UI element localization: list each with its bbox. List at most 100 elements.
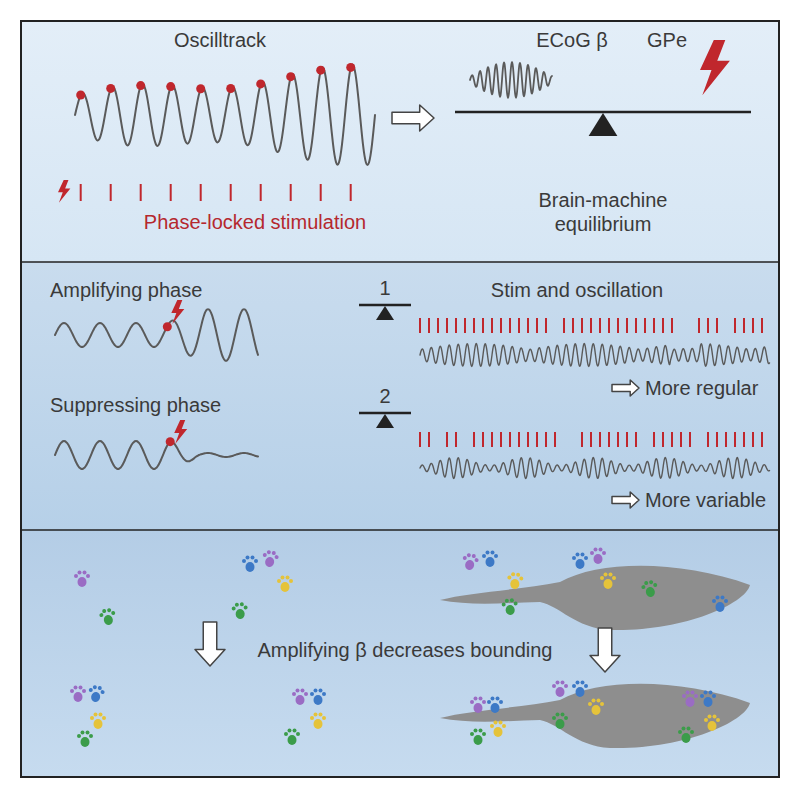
stim-tick — [590, 432, 592, 447]
stim-tick — [743, 318, 745, 333]
stim-tick — [761, 432, 763, 447]
stim-tick — [626, 432, 628, 447]
stim-tick — [752, 432, 754, 447]
separator — [22, 261, 778, 263]
stim-tick — [581, 432, 583, 447]
stim-tick — [230, 184, 232, 201]
frame — [21, 21, 779, 777]
stim-tick — [320, 184, 322, 201]
flow-arrow — [392, 105, 434, 131]
stim-tick — [509, 318, 511, 333]
stim-tick — [527, 318, 529, 333]
stim-tick — [464, 318, 466, 333]
stim-tick — [500, 318, 502, 333]
stimulation-bolt — [174, 420, 187, 444]
stim-dot — [286, 72, 295, 81]
stim-tick — [80, 184, 82, 201]
stim-tick — [473, 432, 475, 447]
flow-arrow — [612, 492, 639, 508]
panel-text: GPe — [632, 28, 702, 52]
stim-tick — [608, 432, 610, 447]
stim-dot — [316, 66, 325, 75]
stim-tick — [437, 318, 439, 333]
paw-print — [487, 697, 503, 714]
paw-print — [242, 556, 258, 573]
stim-tick — [473, 318, 475, 333]
panel-text: Stim and oscillation — [457, 278, 697, 302]
balance-fulcrum — [376, 306, 394, 320]
paw-print — [682, 691, 698, 708]
stim-dot — [196, 84, 205, 93]
stim-tick — [545, 318, 547, 333]
stim-tick — [743, 432, 745, 447]
stim-tick — [662, 432, 664, 447]
paw-print — [678, 727, 694, 744]
panel-text: Amplifying β decreases bounding — [235, 638, 575, 662]
stim-tick — [662, 318, 664, 333]
panel: OscilltrackPhase-locked stimulationECoG … — [22, 22, 778, 262]
trajectory-shape — [440, 566, 750, 630]
stim-tick — [554, 432, 556, 447]
flow-arrow — [195, 622, 225, 666]
panel-text: 2 — [370, 384, 400, 408]
stim-tick — [527, 432, 529, 447]
stim-tick — [590, 318, 592, 333]
stim-tick — [653, 318, 655, 333]
balance-fulcrum — [589, 113, 618, 136]
stim-tick — [491, 318, 493, 333]
paw-print — [284, 729, 300, 746]
panel-text: ECoG β — [517, 28, 627, 52]
ecog-beta-wave — [470, 62, 552, 98]
stim-tick — [644, 318, 646, 333]
paw-print — [74, 571, 90, 588]
paw-print — [482, 551, 498, 568]
stim-tick — [491, 432, 493, 447]
stim-dot — [163, 322, 172, 331]
stim-dot — [226, 84, 235, 93]
stimulation-bolt — [171, 300, 184, 324]
stim-tick — [563, 318, 565, 333]
paw-print — [700, 691, 716, 708]
stim-tick — [734, 432, 736, 447]
stim-tick — [170, 184, 172, 201]
stim-tick — [455, 432, 457, 447]
stim-dot — [136, 81, 145, 90]
stim-tick — [581, 318, 583, 333]
stim-tick — [455, 318, 457, 333]
stim-tick — [500, 432, 502, 447]
stim-tick — [707, 432, 709, 447]
panel-background — [22, 262, 778, 530]
stim-tick — [617, 318, 619, 333]
stim-tick — [260, 184, 262, 201]
stim-tick — [761, 318, 763, 333]
stim-dot — [106, 84, 115, 93]
paw-print — [640, 579, 659, 598]
stim-tick — [599, 318, 601, 333]
stim-tick — [608, 318, 610, 333]
stim-tick — [200, 184, 202, 201]
panel-text: Amplifying phase — [50, 278, 250, 302]
paw-print — [506, 572, 523, 590]
paw-print — [470, 697, 486, 714]
stim-tick — [428, 432, 430, 447]
stim-tick — [482, 318, 484, 333]
stim-tick — [536, 432, 538, 447]
panel-text: Oscilltrack — [120, 28, 320, 52]
stim-tick — [689, 432, 691, 447]
paw-print — [600, 573, 616, 590]
stim-tick — [599, 432, 601, 447]
stim-tick — [680, 432, 682, 447]
panel-text: More regular — [645, 376, 775, 400]
paw-print — [572, 681, 588, 698]
stim-dot — [166, 437, 175, 446]
paw-print — [292, 689, 308, 706]
stim-tick — [518, 318, 520, 333]
stim-tick — [734, 318, 736, 333]
stim-tick — [428, 318, 430, 333]
panel: Amplifying phase1Stim and oscillationMor… — [22, 262, 778, 530]
paw-print — [310, 689, 326, 706]
paw-print — [501, 598, 518, 616]
stim-tick — [446, 318, 448, 333]
panel-background — [22, 22, 778, 262]
